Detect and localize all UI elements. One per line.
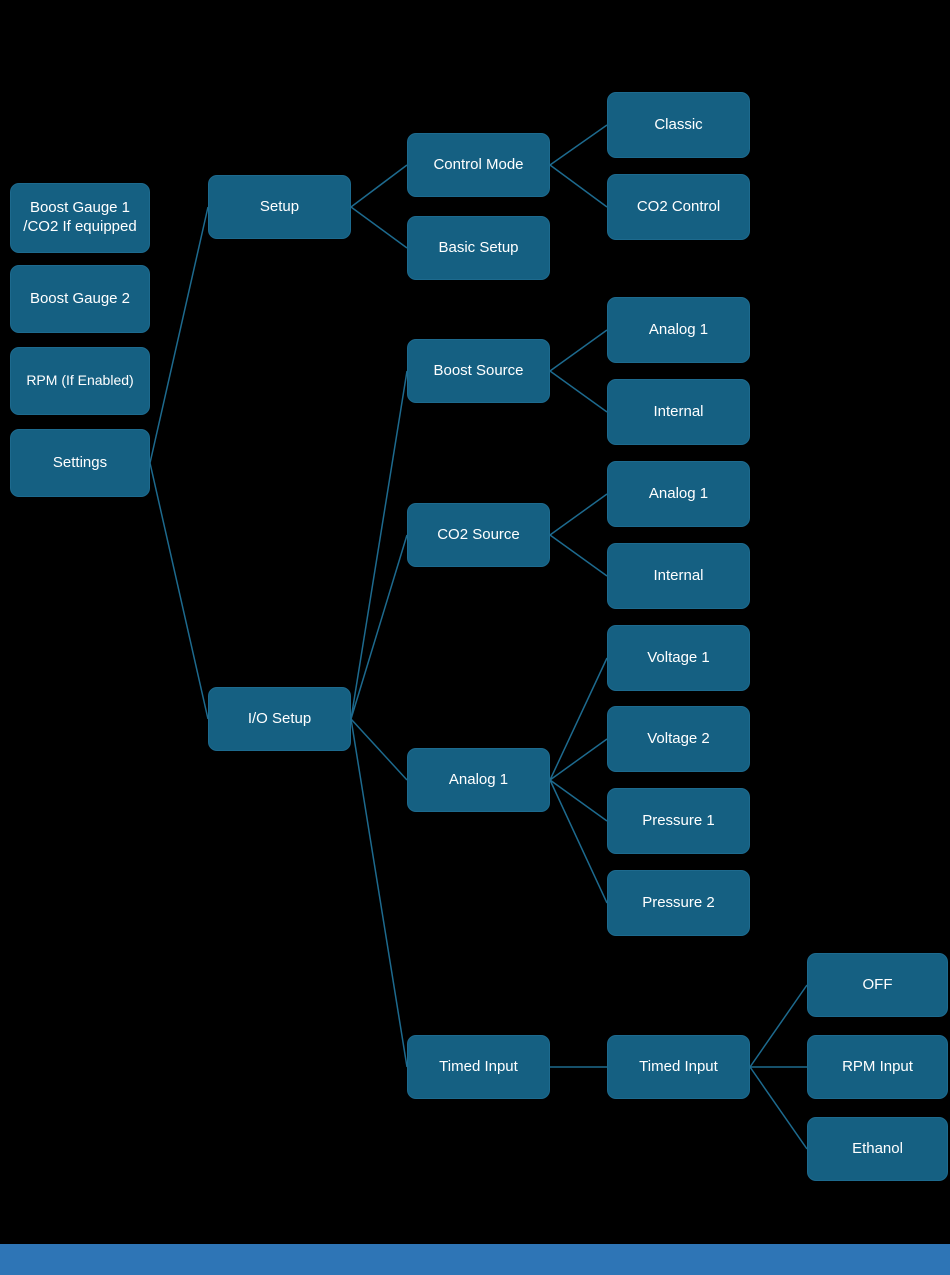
node-basic-setup: Basic Setup <box>407 216 550 280</box>
node-off: OFF <box>807 953 948 1017</box>
bottom-accent-bar <box>0 1244 950 1275</box>
node-voltage-2: Voltage 2 <box>607 706 750 772</box>
node-boost-gauge-2: Boost Gauge 2 <box>10 265 150 333</box>
node-setup: Setup <box>208 175 351 239</box>
node-boost-source-internal: Internal <box>607 379 750 445</box>
node-boost-gauge-1: Boost Gauge 1 /CO2 If equipped <box>10 183 150 253</box>
node-boost-source-analog-1: Analog 1 <box>607 297 750 363</box>
node-timed-input-2: Timed Input <box>607 1035 750 1099</box>
node-voltage-1: Voltage 1 <box>607 625 750 691</box>
node-co2-control: CO2 Control <box>607 174 750 240</box>
node-co2-source: CO2 Source <box>407 503 550 567</box>
node-analog-1: Analog 1 <box>407 748 550 812</box>
node-control-mode: Control Mode <box>407 133 550 197</box>
node-settings: Settings <box>10 429 150 497</box>
node-rpm-if-enabled: RPM (If Enabled) <box>10 347 150 415</box>
node-io-setup: I/O Setup <box>208 687 351 751</box>
node-classic: Classic <box>607 92 750 158</box>
node-rpm-input: RPM Input <box>807 1035 948 1099</box>
node-pressure-2: Pressure 2 <box>607 870 750 936</box>
node-timed-input: Timed Input <box>407 1035 550 1099</box>
node-ethanol: Ethanol <box>807 1117 948 1181</box>
node-co2-source-analog-1: Analog 1 <box>607 461 750 527</box>
node-co2-source-internal: Internal <box>607 543 750 609</box>
node-boost-source: Boost Source <box>407 339 550 403</box>
node-pressure-1: Pressure 1 <box>607 788 750 854</box>
